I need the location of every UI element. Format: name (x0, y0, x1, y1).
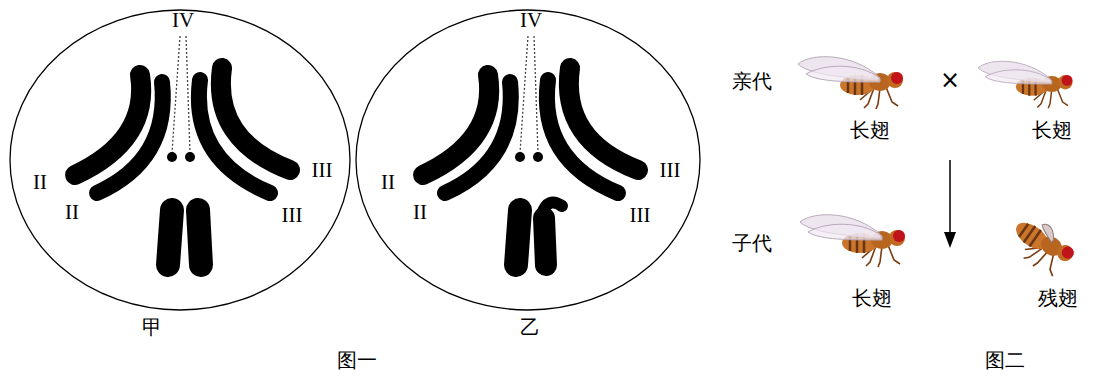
fly-long-wing (978, 61, 1073, 108)
fly-long-wing (798, 57, 903, 109)
cell-outline (8, 4, 358, 344)
chromosome-set (423, 36, 638, 265)
chromosome-label: II (381, 172, 395, 193)
chromosome-label: III (282, 205, 303, 226)
cell-name: 乙 (520, 317, 540, 337)
generation-label: 亲代 (732, 71, 772, 91)
cell: IVIIIIIIIIII甲 (8, 4, 358, 344)
chromosome-label: III (312, 160, 333, 181)
figure-caption: 图一 (337, 350, 377, 370)
fly-long-wing (800, 215, 905, 267)
chromosome-label: II (413, 202, 427, 223)
trait-label: 长翅 (852, 288, 892, 308)
chromosome-label: II (65, 202, 79, 223)
figure-caption: 图二 (985, 350, 1025, 370)
trait-label: 长翅 (850, 120, 890, 140)
chromosome-label: IV (172, 10, 194, 31)
trait-label: 长翅 (1032, 120, 1072, 140)
generation-label: 子代 (732, 233, 772, 253)
cell-name: 甲 (142, 317, 162, 337)
cell-outline (356, 4, 706, 344)
chromosome-label: II (33, 172, 47, 193)
chromosome-label: III (660, 160, 681, 181)
trait-label: 残翅 (1038, 288, 1078, 308)
chromosome-set (75, 36, 290, 265)
generation-arrow (944, 160, 956, 248)
fly-vestigial-wing (1003, 211, 1079, 282)
cell: IVIIIIIIIIII乙 (356, 4, 706, 344)
cross-symbol: × (940, 68, 960, 92)
chromosome-label: IV (520, 10, 542, 31)
chromosome-label: III (630, 205, 651, 226)
